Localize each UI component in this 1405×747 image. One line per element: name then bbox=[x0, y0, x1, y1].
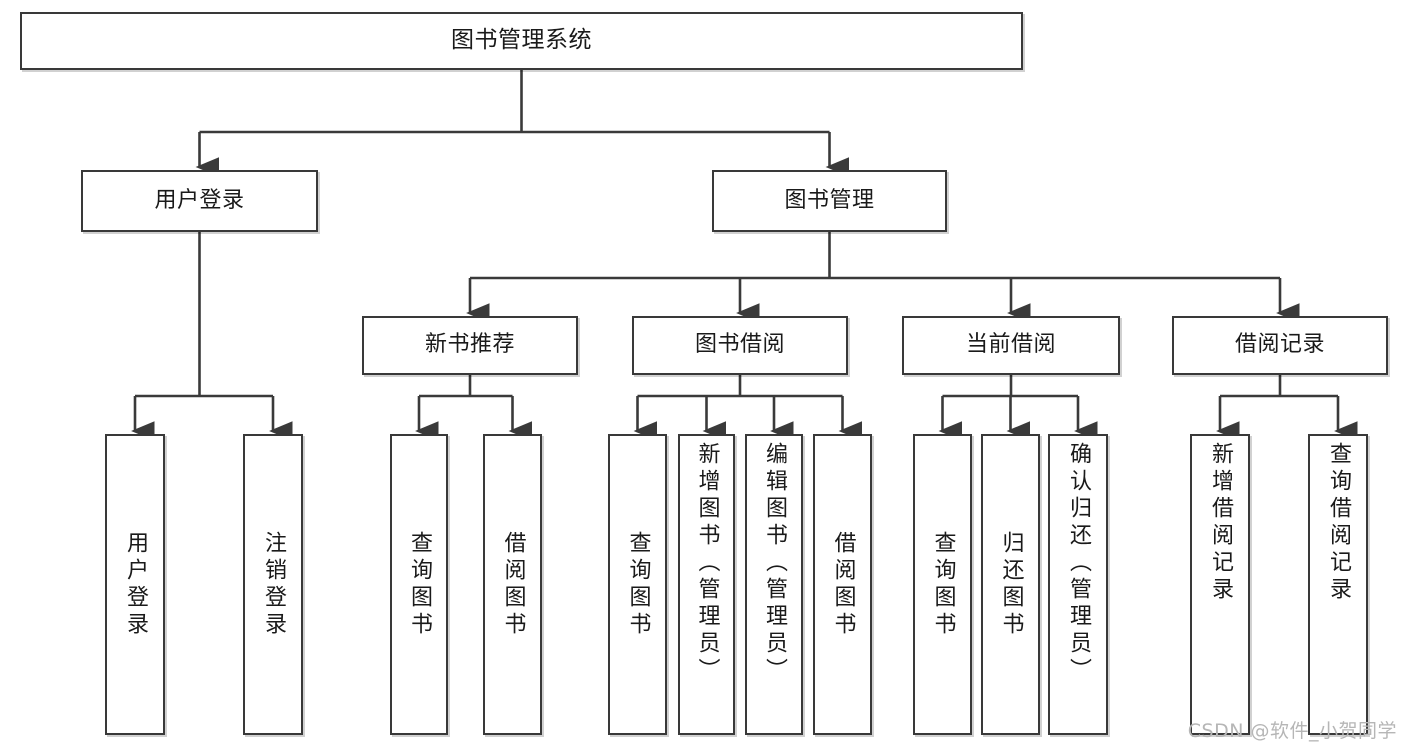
node-new-book-rec[interactable]: 新书推荐 bbox=[362, 316, 578, 375]
node-user-login[interactable]: 用户登录 bbox=[81, 170, 318, 232]
node-leaf-br-add[interactable]: 新增借阅记录 bbox=[1190, 434, 1250, 735]
node-leaf-cb-confirm[interactable]: 确认归还（管理员） bbox=[1048, 434, 1108, 735]
node-label: 查询图书 bbox=[930, 530, 956, 639]
node-book-manage[interactable]: 图书管理 bbox=[712, 170, 947, 232]
node-leaf-bb-query[interactable]: 查询图书 bbox=[608, 434, 667, 735]
node-label: 借阅记录 bbox=[1234, 332, 1325, 358]
node-leaf-br-query[interactable]: 查询借阅记录 bbox=[1308, 434, 1368, 735]
node-leaf-cb-query[interactable]: 查询图书 bbox=[913, 434, 972, 735]
node-leaf-cb-return[interactable]: 归还图书 bbox=[981, 434, 1040, 735]
node-leaf-logout[interactable]: 注销登录 bbox=[243, 434, 303, 735]
node-label: 查询图书 bbox=[407, 530, 432, 639]
node-label: 借阅图书 bbox=[500, 530, 526, 639]
node-label: 当前借阅 bbox=[965, 332, 1056, 358]
node-label: 查询借阅记录 bbox=[1326, 442, 1351, 604]
node-leaf-rec-query[interactable]: 查询图书 bbox=[390, 434, 448, 735]
node-label: 注销登录 bbox=[261, 530, 286, 639]
node-leaf-bb-borrow[interactable]: 借阅图书 bbox=[813, 434, 872, 735]
watermark-text: CSDN @软件_小贺同学 bbox=[1187, 720, 1397, 742]
node-label: 新增借阅记录 bbox=[1208, 442, 1233, 604]
node-root[interactable]: 图书管理系统 bbox=[20, 12, 1023, 70]
node-leaf-bb-add[interactable]: 新增图书（管理员） bbox=[678, 434, 735, 735]
node-label: 用户登录 bbox=[154, 187, 245, 213]
node-label: 用户登录 bbox=[123, 530, 148, 639]
node-label: 图书管理 bbox=[784, 187, 875, 213]
node-borrow-record[interactable]: 借阅记录 bbox=[1172, 316, 1388, 375]
node-label: 借阅图书 bbox=[830, 530, 856, 639]
node-label: 归还图书 bbox=[998, 530, 1024, 639]
node-label: 图书管理系统 bbox=[451, 27, 592, 54]
node-label: 图书借阅 bbox=[694, 332, 785, 358]
node-label: 新书推荐 bbox=[424, 332, 515, 358]
node-label: 查询图书 bbox=[625, 530, 651, 639]
node-label: 确认归还（管理员） bbox=[1066, 442, 1091, 685]
node-current-borrow[interactable]: 当前借阅 bbox=[902, 316, 1120, 375]
node-leaf-rec-borrow[interactable]: 借阅图书 bbox=[483, 434, 542, 735]
node-label: 编辑图书（管理员） bbox=[762, 442, 787, 685]
node-leaf-bb-edit[interactable]: 编辑图书（管理员） bbox=[745, 434, 803, 735]
node-book-borrow[interactable]: 图书借阅 bbox=[632, 316, 848, 375]
node-label: 新增图书（管理员） bbox=[694, 442, 720, 685]
node-leaf-user-login[interactable]: 用户登录 bbox=[105, 434, 165, 735]
